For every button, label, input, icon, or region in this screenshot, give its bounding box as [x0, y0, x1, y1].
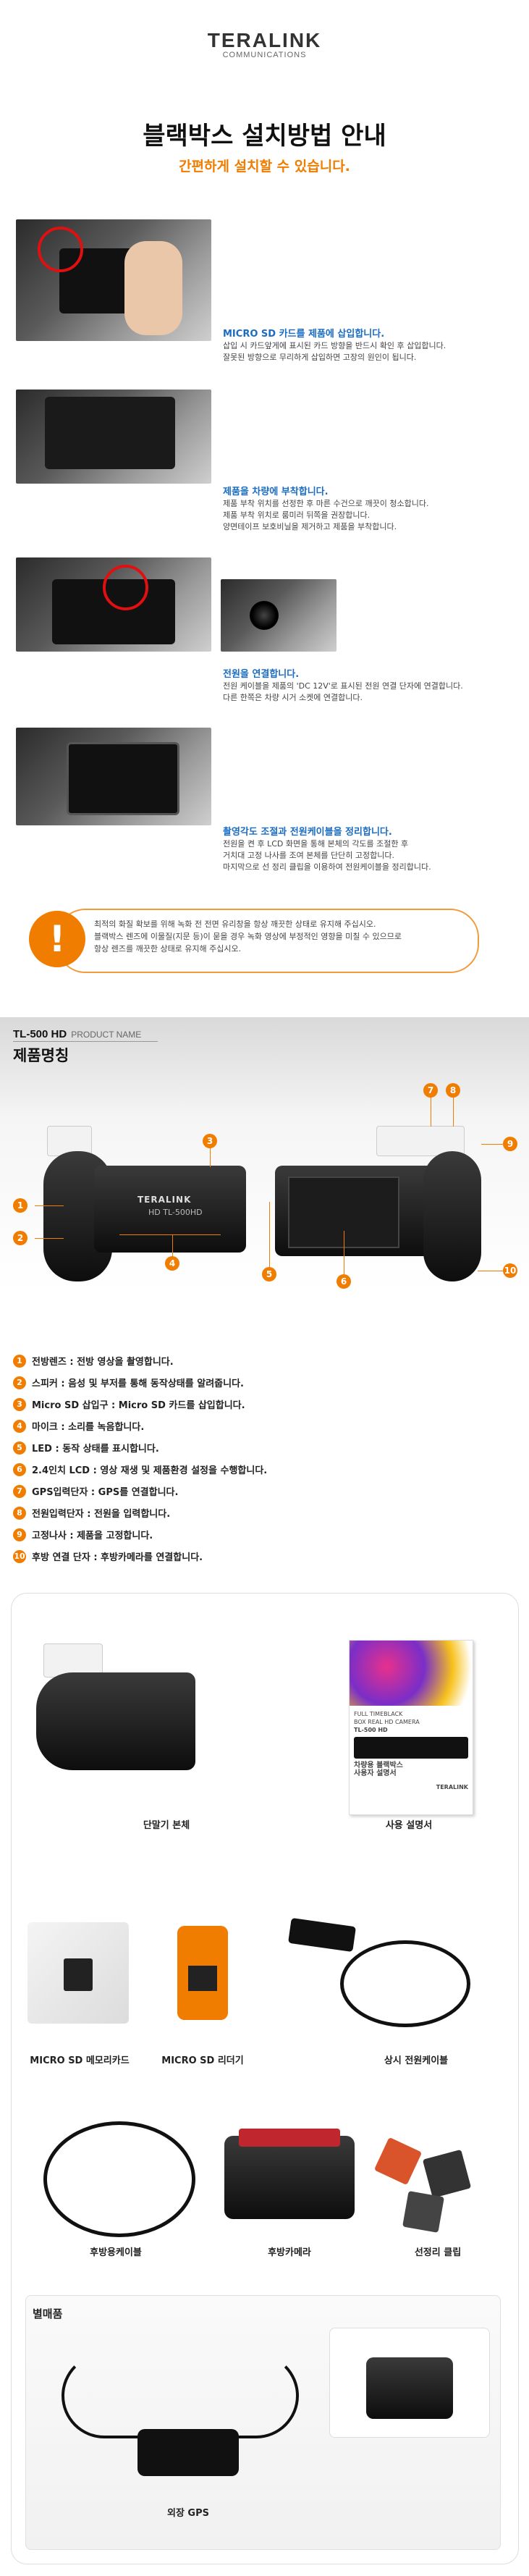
comp-label-rearcamera: 후방카메라 — [268, 2247, 311, 2258]
notice-text: 최적의 화질 확보를 위해 녹화 전 전면 유리창을 항상 깨끗한 상태로 유지… — [94, 919, 402, 954]
comp-body-image — [36, 1672, 195, 1770]
callout-3: 3 — [203, 1134, 217, 1148]
page-title: 블랙박스 설치방법 안내 — [143, 122, 386, 151]
step3-photo — [16, 557, 211, 652]
callout-8: 8 — [446, 1083, 460, 1098]
exclamation-icon: ! — [29, 911, 85, 967]
comp-clip-3 — [402, 2191, 444, 2233]
comp-label-clips: 선정리 클립 — [414, 2247, 462, 2258]
product-names-section — [0, 1017, 529, 1553]
logo-sub: COMMUNICATIONS — [222, 51, 307, 59]
comp-label-manual: 사용 설명서 — [385, 1820, 433, 1831]
logo-brand: TERALINK — [207, 29, 322, 51]
comp-label-powercable: 상시 전원케이블 — [384, 2055, 449, 2066]
front-body: TERALINK HD TL-500HD — [94, 1166, 246, 1253]
step1-text: 삽입 시 카드앞게에 표시된 카드 방향을 반드시 확인 후 삽입합니다.잘못된… — [223, 341, 447, 362]
comp-body-mount — [43, 1643, 103, 1678]
step2-text: 제품 부착 위치를 선정한 후 마른 수건으로 깨끗이 청소합니다.제품 부착 … — [223, 499, 429, 531]
comp-label-sdreader: MICRO SD 리더기 — [161, 2055, 244, 2066]
step4-title: 촬영각도 조절과 전원케이블을 정리합니다. — [223, 827, 392, 838]
callout-5: 5 — [262, 1267, 276, 1281]
callout-1: 1 — [13, 1198, 27, 1213]
step2-photo — [16, 390, 211, 484]
step1-title: MICRO SD 카드를 제품에 삽입합니다. — [223, 329, 385, 340]
comp-label-body: 단말기 본체 — [143, 1820, 190, 1831]
step4-photo — [16, 728, 211, 825]
optional-items-title: 별매품 — [33, 2307, 63, 2320]
step1-photo — [16, 219, 211, 341]
comp-rearcamera-image — [224, 2129, 355, 2219]
comp-gps-cable — [62, 2353, 299, 2438]
comp-rearcable-image — [43, 2121, 195, 2237]
comp-manual-image: FULL TIMEBLACK BOX REAL HD CAMERA TL-500… — [349, 1640, 473, 1815]
comp-label-sdcard: MICRO SD 메모리카드 — [30, 2055, 130, 2066]
back-body-side — [423, 1151, 481, 1281]
comp-lens-icon — [36, 1672, 83, 1720]
callout-4: 4 — [165, 1256, 179, 1271]
step2-title: 제품을 차량에 부착합니다. — [223, 487, 329, 497]
step3-title: 전원을 연결합니다. — [223, 669, 300, 680]
comp-powercable-image — [340, 1940, 470, 2027]
front-lens-icon — [43, 1151, 80, 1187]
callout-7: 7 — [423, 1083, 438, 1098]
callout-2: 2 — [13, 1231, 27, 1245]
comp-label-rearcable: 후방용케이블 — [90, 2247, 142, 2258]
comp-sdreader-image — [177, 1926, 228, 2020]
product-names-title: 제품명칭 — [13, 1047, 69, 1064]
model-underline — [13, 1041, 158, 1042]
callout-6: 6 — [337, 1274, 351, 1289]
comp-label-gps: 외장 GPS — [166, 2508, 209, 2519]
teralink-logo: TERALINK COMMUNICATIONS — [0, 29, 529, 59]
comp-gps-image — [137, 2429, 239, 2476]
step3-text: 전원 케이블을 제품의 'DC 12V'로 표시된 전원 연결 단자에 연결합니… — [223, 681, 463, 702]
callout-9: 9 — [503, 1137, 517, 1151]
back-body — [275, 1166, 434, 1256]
callout-10: 10 — [503, 1263, 517, 1278]
comp-gps-mounted-image — [329, 2328, 490, 2438]
step3-plug-photo — [221, 579, 337, 652]
page-subtitle: 간편하게 설치할 수 있습니다. — [179, 159, 350, 174]
comp-sdcard-image — [27, 1922, 129, 2024]
